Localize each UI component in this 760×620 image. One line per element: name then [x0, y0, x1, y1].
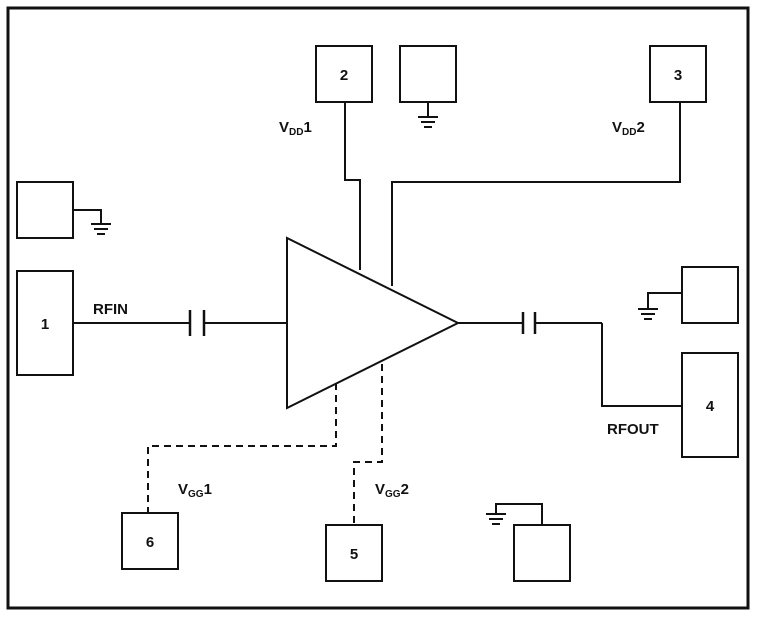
vdd2-line [391, 102, 681, 286]
pad-2-number: 2 [340, 67, 348, 84]
ground-icon [638, 308, 658, 320]
pad-4-number: 4 [706, 398, 715, 415]
ground-icon [486, 513, 506, 525]
rfout-label: RFOUT [607, 421, 659, 438]
pad-5-number: 5 [350, 546, 358, 563]
pad-2: 2 [315, 45, 373, 103]
pad-6: 6 [121, 512, 179, 570]
ground-icon [418, 116, 438, 128]
pad-1-number: 1 [41, 316, 49, 333]
amplifier-triangle [286, 236, 461, 410]
vdd1-line [344, 102, 361, 270]
vdd1-label: VDD1 [279, 119, 312, 138]
vgg2-line [353, 364, 383, 525]
pad-4: 4 [681, 352, 739, 458]
ground-pad-left [16, 181, 111, 239]
vgg1-line [147, 383, 337, 513]
rfout-line [458, 322, 682, 407]
ground-pad-top [399, 45, 457, 128]
vgg1-label: VGG1 [178, 481, 212, 500]
diagram-frame [6, 6, 750, 610]
rfin-label: RFIN [93, 301, 128, 318]
ground-pad-right [638, 266, 739, 324]
pad-6-number: 6 [146, 534, 154, 551]
pad-5: 5 [325, 524, 383, 582]
ground-pad-bottom [486, 503, 571, 582]
vgg2-label: VGG2 [375, 481, 409, 500]
pad-3-number: 3 [674, 67, 682, 84]
pad-1: 1 [16, 270, 74, 376]
pad-3: 3 [649, 45, 707, 103]
vdd2-label: VDD2 [612, 119, 645, 138]
capacitor-icon [188, 310, 206, 336]
ground-icon [91, 223, 111, 235]
capacitor-icon [521, 312, 537, 334]
